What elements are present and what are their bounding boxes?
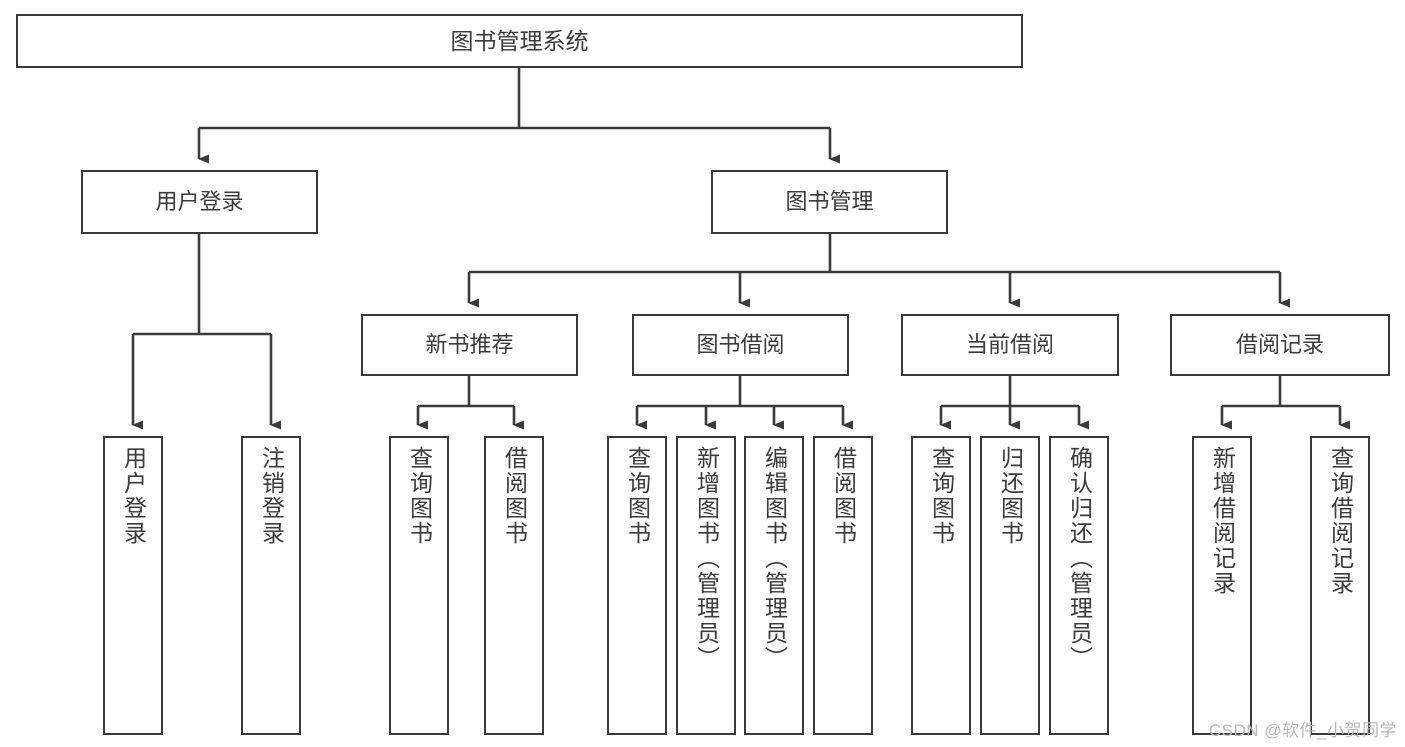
node-new-book-recommendation[interactable]: 新书推荐 [361, 314, 578, 376]
node-label: 图书管理系统 [450, 27, 589, 54]
node-label: 图书管理 [785, 189, 874, 215]
node-label: 新增借阅记录 [1209, 446, 1236, 596]
leaf-borrow-books[interactable]: 借阅图书 [813, 436, 873, 735]
node-label: 查询图书 [928, 446, 955, 546]
leaf-edit-book-admin[interactable]: 编辑图书（管理员） [744, 436, 804, 735]
node-root-book-management-system[interactable]: 图书管理系统 [16, 14, 1023, 68]
node-label: 新书推荐 [425, 332, 514, 358]
node-borrowing-record[interactable]: 借阅记录 [1170, 314, 1390, 376]
node-book-management[interactable]: 图书管理 [711, 170, 948, 234]
node-label: 注销登录 [258, 446, 285, 546]
node-label: 借阅图书 [501, 446, 528, 546]
node-book-borrowing[interactable]: 图书借阅 [632, 314, 849, 376]
node-label: 借阅图书 [830, 446, 857, 546]
node-label: 确认归还（管理员） [1066, 446, 1093, 671]
node-label: 查询图书 [624, 446, 651, 546]
leaf-logout[interactable]: 注销登录 [241, 436, 301, 735]
leaf-query-books-current[interactable]: 查询图书 [911, 436, 971, 735]
leaf-add-borrow-record[interactable]: 新增借阅记录 [1192, 436, 1252, 735]
node-label: 用户登录 [155, 189, 244, 215]
node-user-login[interactable]: 用户登录 [81, 170, 318, 234]
leaf-confirm-return-admin[interactable]: 确认归还（管理员） [1049, 436, 1109, 735]
node-label: 图书借阅 [696, 332, 785, 358]
node-label: 当前借阅 [965, 332, 1054, 358]
leaf-query-books-borrow[interactable]: 查询图书 [607, 436, 667, 735]
csdn-watermark: CSDN @软件_小贺同学 [1208, 721, 1397, 740]
node-label: 查询图书 [406, 446, 433, 546]
leaf-query-borrow-record[interactable]: 查询借阅记录 [1310, 436, 1370, 735]
node-label: 新增图书（管理员） [693, 446, 720, 671]
leaf-return-books[interactable]: 归还图书 [980, 436, 1040, 735]
node-label: 查询借阅记录 [1327, 446, 1354, 596]
leaf-add-book-admin[interactable]: 新增图书（管理员） [676, 436, 736, 735]
leaf-borrow-books-recommend[interactable]: 借阅图书 [484, 436, 544, 735]
node-label: 用户登录 [120, 446, 147, 546]
node-label: 归还图书 [997, 446, 1024, 546]
leaf-query-books-recommend[interactable]: 查询图书 [389, 436, 449, 735]
node-label: 借阅记录 [1235, 332, 1324, 358]
node-label: 编辑图书（管理员） [761, 446, 788, 671]
node-current-borrowing[interactable]: 当前借阅 [901, 314, 1119, 376]
leaf-user-login[interactable]: 用户登录 [103, 436, 163, 735]
